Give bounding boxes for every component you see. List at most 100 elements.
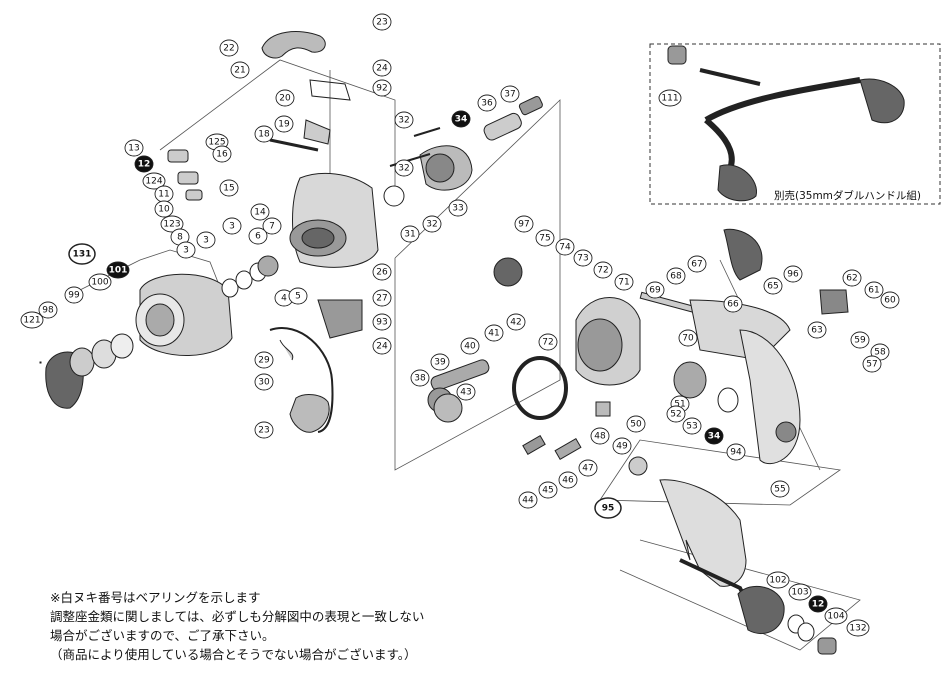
label-bubble [666,405,686,423]
part-label: 32 [394,159,414,177]
label-bubble [573,249,593,267]
label-bubble [678,329,698,347]
label-bubble [658,89,682,107]
label-bubble [514,215,534,233]
label-number: 93 [376,318,387,328]
label-number: 5 [295,292,301,302]
part-label: 94 [726,443,746,461]
label-number: 8 [177,233,183,243]
label-bubble [477,94,497,112]
inset-caption: 別売(35mmダブルハンドル組) [774,190,922,202]
part-label: 32 [422,215,442,233]
label-number: 53 [686,422,697,432]
part-label: 3 [222,217,242,235]
part-label: 30 [254,373,274,391]
label-number: 21 [234,66,245,76]
label-bubble [394,111,414,129]
label-number: 38 [414,374,426,384]
part-label: 29 [254,351,274,369]
label-bubble [422,215,442,233]
label-bubble [538,481,558,499]
label-number: 59 [854,336,866,346]
label-bubble [154,200,174,218]
label-bubble [106,261,130,279]
label-number: 7 [269,222,275,232]
part-label: 131 [68,243,96,265]
part-label: 33 [448,199,468,217]
label-bubble [372,313,392,331]
part-label: 55 [770,480,790,498]
note-line-1: ※白ヌキ番号はベアリングを示します [50,590,261,605]
label-bubble [506,313,526,331]
label-bubble [770,480,790,498]
label-bubble [254,373,274,391]
part-label: 38 [410,369,430,387]
label-number: 13 [128,144,139,154]
label-number: 32 [398,116,409,126]
label-bubble [219,179,239,197]
part-label: 50 [626,415,646,433]
label-bubble [687,255,707,273]
label-bubble [230,61,250,79]
label-bubble [372,59,392,77]
part-label: 132 [846,619,870,637]
label-bubble [448,199,468,217]
label-bubble [518,491,538,509]
label-bubble [704,427,724,445]
label-bubble [212,145,232,163]
label-number: 67 [691,260,702,270]
label-number: 73 [577,254,588,264]
part-label: 23 [372,13,392,31]
label-bubble [824,607,848,625]
part-label: 65 [763,277,783,295]
label-number: 121 [23,316,40,326]
part-label: 95 [594,497,622,519]
label-number: 3 [229,222,235,232]
label-bubble [64,286,84,304]
label-bubble [555,238,575,256]
part-label: 14 [250,203,270,221]
label-number: 98 [42,306,54,316]
part-label: 74 [555,238,575,256]
note-line-2: 調整座金類に関しましては、必ずしも分解図中の表現と一致しない [50,609,425,624]
label-number: 75 [539,234,550,244]
label-number: 74 [559,243,571,253]
label-number: 20 [279,94,291,104]
part-label: 73 [573,249,593,267]
part-label: 46 [558,471,578,489]
part-label: 19 [274,115,294,133]
label-number: 62 [846,274,857,284]
label-bubble [262,217,282,235]
part-label: 66 [723,295,743,313]
label-number: 55 [774,485,785,495]
part-label: 42 [506,313,526,331]
part-label: 70 [678,329,698,347]
label-bubble [558,471,578,489]
notes-block: ※白ヌキ番号はベアリングを示します 調整座金類に関しましては、必ずしも分解図中の… [50,588,610,664]
bearing-assembly [383,95,543,207]
label-bubble [726,443,746,461]
part-label: 68 [666,267,686,285]
bearing-label: 12 [808,595,828,613]
inset-frame [649,43,941,205]
label-bubble [372,263,392,281]
label-bubble [500,85,520,103]
part-label: 52 [666,405,686,423]
part-label: 13 [124,139,144,157]
label-number: 12 [138,160,151,170]
label-bubble [788,583,812,601]
label-bubble [850,331,870,349]
label-number: 16 [216,150,228,160]
label-number: 123 [163,220,180,230]
part-label: 96 [783,265,803,283]
part-label: 23 [254,421,274,439]
part-label: 41 [484,324,504,342]
part-label: 21 [230,61,250,79]
part-label: 72 [538,333,558,351]
label-number: 45 [542,486,553,496]
part-label: 99 [64,286,84,304]
label-bubble [766,571,790,589]
part-label: 32 [394,111,414,129]
